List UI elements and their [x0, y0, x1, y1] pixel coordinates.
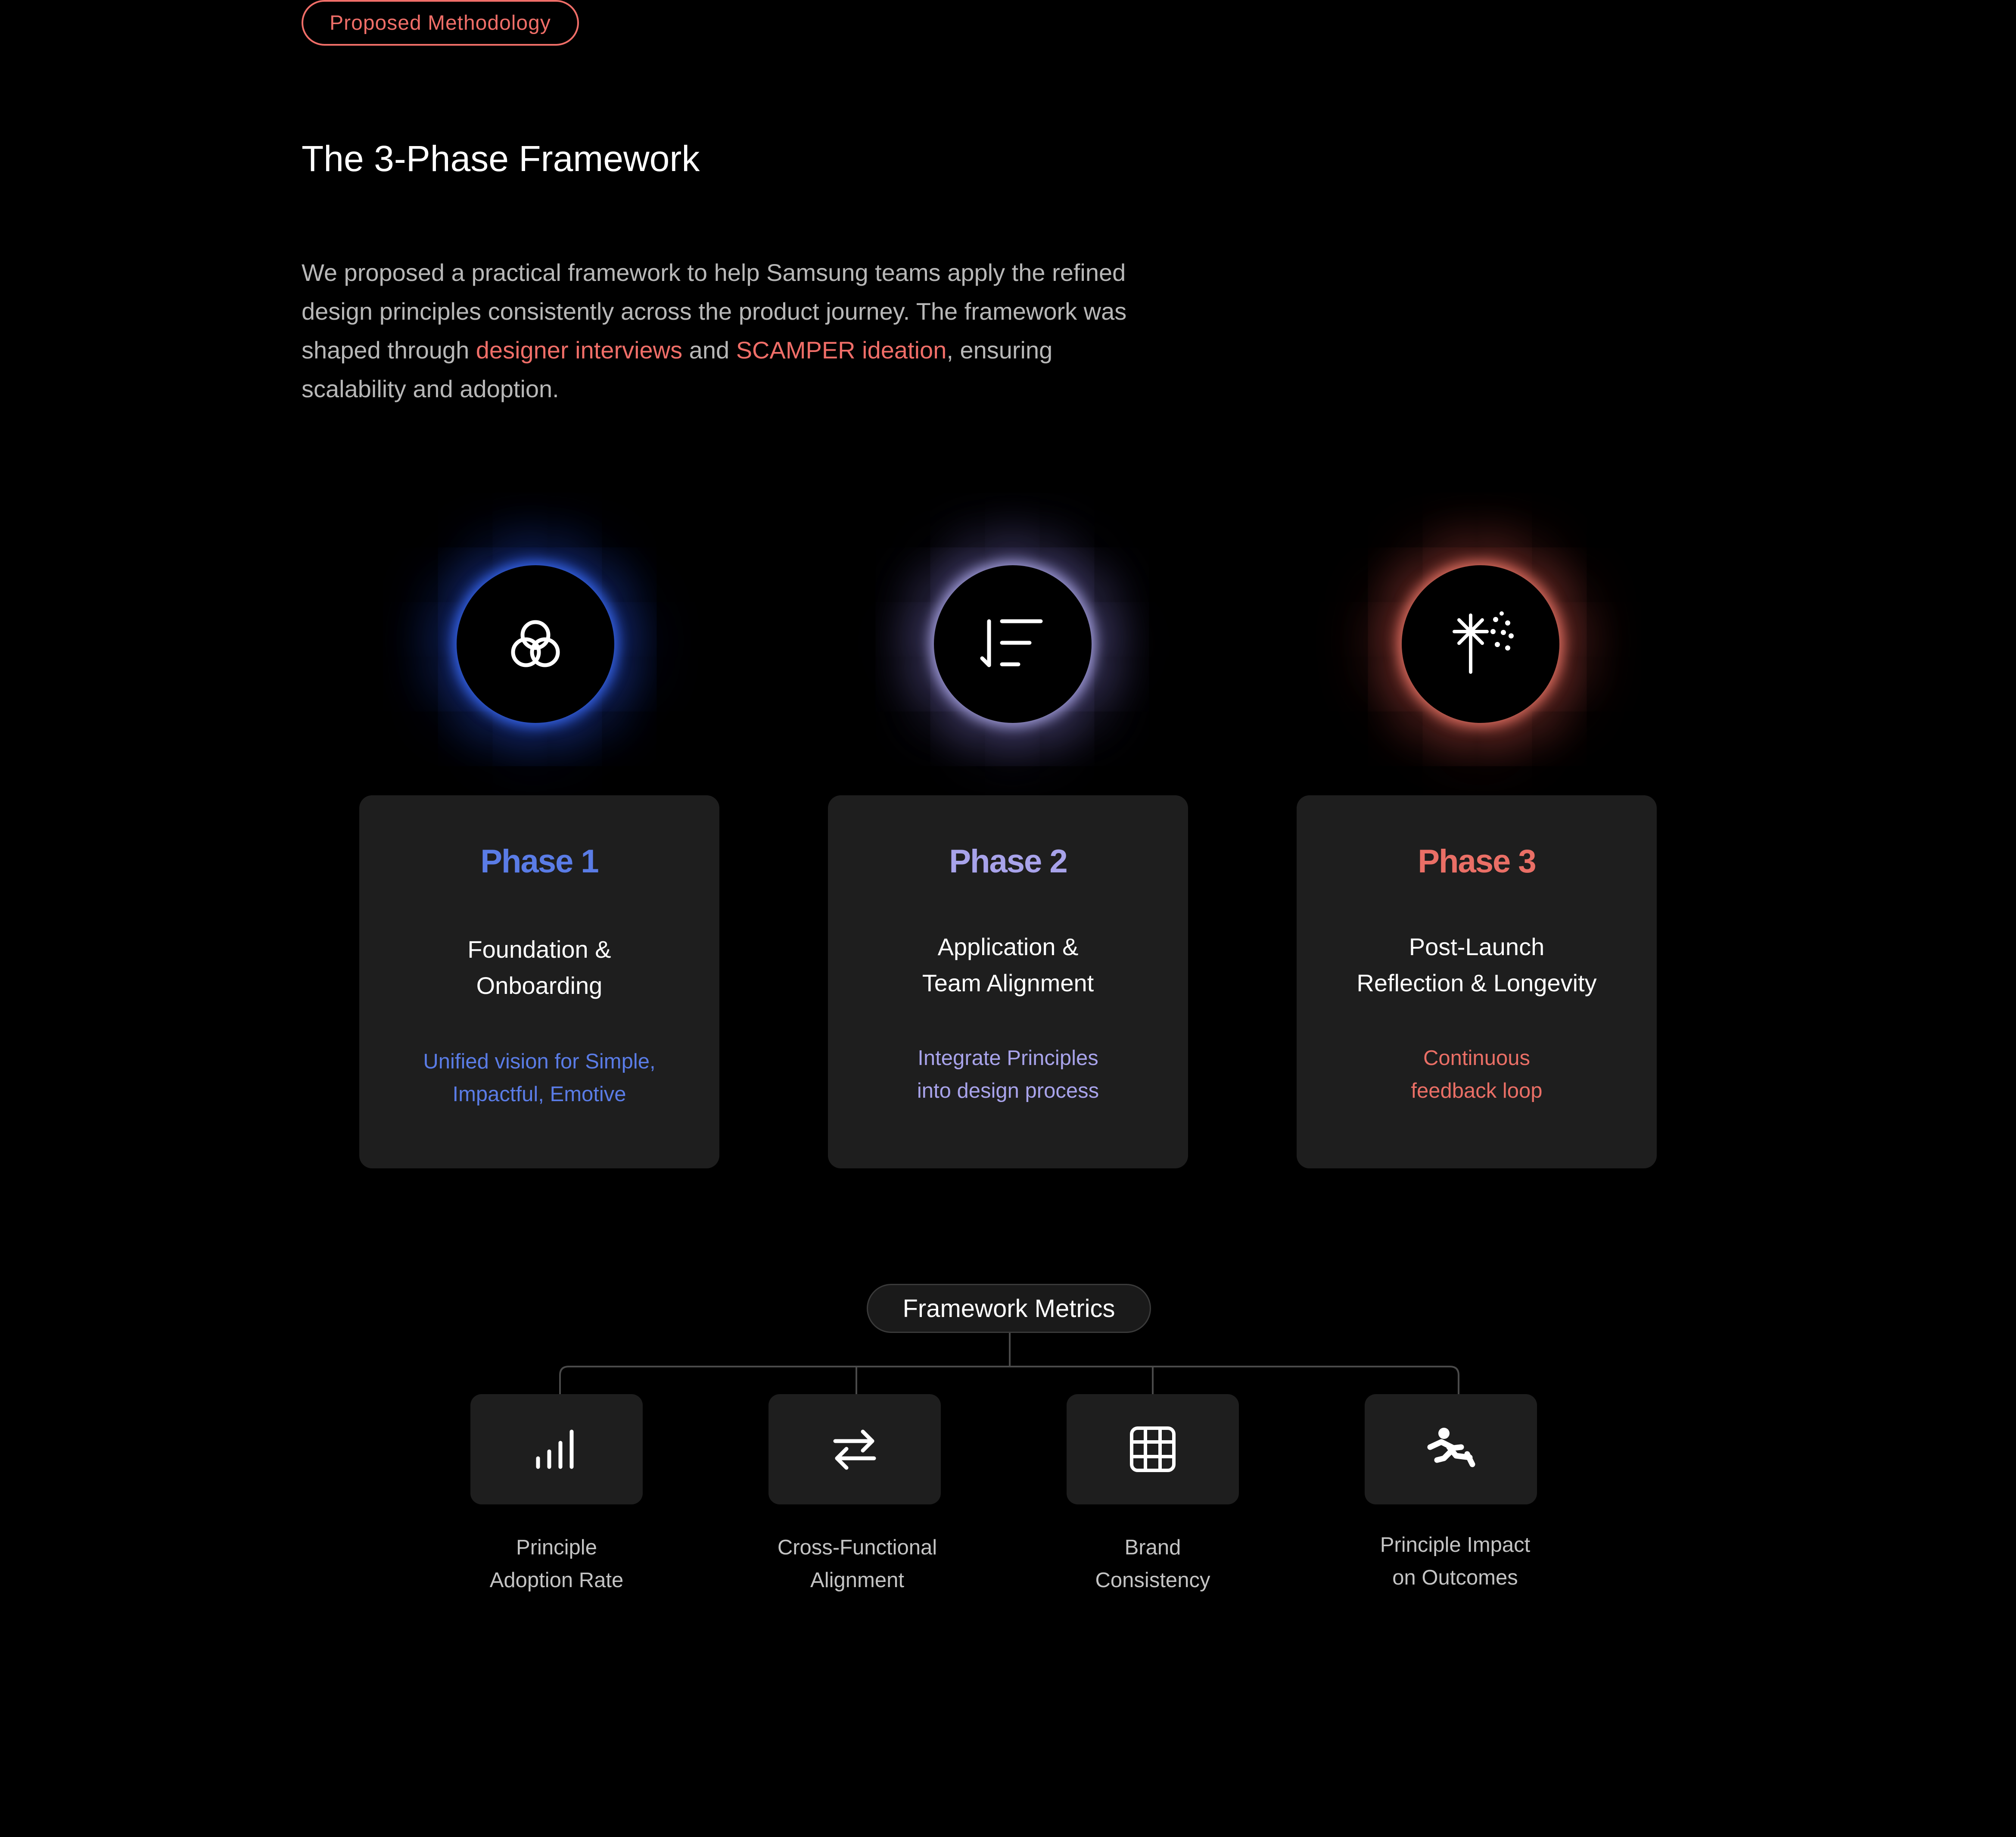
metric-impact-line1: Principle Impact	[1380, 1533, 1531, 1557]
phase-1-description: Unified vision for Simple, Impactful, Em…	[359, 1045, 719, 1111]
metric-consistency-label: Brand Consistency	[1024, 1531, 1282, 1597]
bar-chart-icon	[536, 1429, 574, 1469]
intro-text-1: We proposed a practical framework to hel…	[302, 259, 1127, 364]
phase-1-icon-circle	[457, 565, 614, 723]
metric-adoption-line2: Adoption Rate	[489, 1569, 624, 1592]
metric-alignment-line1: Cross-Functional	[777, 1536, 937, 1559]
intro-highlight-interviews: designer interviews	[476, 336, 683, 364]
intro-text-3: , ensuring scalability and adoption.	[302, 336, 1053, 402]
phase-2-description: Integrate Principles into design process	[828, 1042, 1188, 1107]
intro-highlight-scamper: SCAMPER ideation	[736, 336, 947, 364]
running-person-icon	[1427, 1428, 1475, 1467]
phase-3-description: Continuous feedback loop	[1297, 1042, 1657, 1107]
framework-metrics-title: Framework Metrics	[867, 1284, 1151, 1333]
sparkler-icon	[1453, 611, 1514, 674]
phase-3-title: Post-Launch Reflection & Longevity	[1297, 929, 1657, 1001]
phase-2-title-line2: Team Alignment	[922, 969, 1094, 996]
phase-3-desc-line2: feedback loop	[1411, 1079, 1543, 1102]
phase-1-label: Phase 1	[480, 843, 599, 880]
phase-2-card: Phase 2 Application & Team Alignment Int…	[828, 795, 1188, 1168]
phase-1-title-line2: Onboarding	[476, 972, 603, 999]
phase-3-desc-line1: Continuous	[1423, 1046, 1530, 1070]
phase-3-icon-circle	[1402, 565, 1559, 723]
metric-adoption-box	[470, 1394, 643, 1504]
metric-impact-box	[1365, 1394, 1537, 1504]
intro-paragraph: We proposed a practical framework to hel…	[302, 253, 1146, 408]
phase-2-title-line1: Application &	[937, 933, 1079, 960]
metric-consistency-line1: Brand	[1124, 1536, 1181, 1559]
metric-alignment-box	[768, 1394, 941, 1504]
metric-impact-line2: on Outcomes	[1392, 1566, 1518, 1589]
metric-alignment-label: Cross-Functional Alignment	[728, 1531, 986, 1597]
phase-2-icon-circle	[934, 565, 1092, 723]
phase-3-title-line2: Reflection & Longevity	[1356, 969, 1597, 996]
sort-descending-icon	[980, 619, 1043, 667]
metric-impact-label: Principle Impact on Outcomes	[1326, 1529, 1584, 1594]
phase-1-title-line1: Foundation &	[467, 936, 611, 963]
proposed-methodology-badge: Proposed Methodology	[302, 0, 579, 46]
page-title: The 3-Phase Framework	[302, 138, 700, 179]
intro-text-2: and	[682, 336, 736, 364]
metric-consistency-line2: Consistency	[1095, 1569, 1210, 1592]
phase-1-card: Phase 1 Foundation & Onboarding Unified …	[359, 795, 719, 1168]
metric-alignment-line2: Alignment	[810, 1569, 904, 1592]
metric-adoption-line1: Principle	[516, 1536, 597, 1559]
phase-2-desc-line2: into design process	[917, 1079, 1099, 1102]
metric-consistency-box	[1067, 1394, 1239, 1504]
phase-3-label: Phase 3	[1418, 843, 1536, 880]
phase-1-title: Foundation & Onboarding	[359, 931, 719, 1004]
framework-metrics-label: Framework Metrics	[902, 1294, 1115, 1323]
grid-icon	[1130, 1426, 1176, 1472]
phase-2-desc-line1: Integrate Principles	[918, 1046, 1098, 1070]
swap-arrows-icon	[833, 1429, 876, 1470]
phase-2-label: Phase 2	[949, 843, 1067, 880]
metric-adoption-label: Principle Adoption Rate	[427, 1531, 686, 1597]
phase-1-desc-line2: Impactful, Emotive	[452, 1083, 626, 1106]
phase-2-title: Application & Team Alignment	[828, 929, 1188, 1001]
phase-3-card: Phase 3 Post-Launch Reflection & Longevi…	[1297, 795, 1657, 1168]
phase-3-title-line1: Post-Launch	[1409, 933, 1545, 960]
overlapping-circles-icon	[511, 620, 560, 667]
phase-1-desc-line1: Unified vision for Simple,	[423, 1050, 656, 1073]
badge-label: Proposed Methodology	[330, 11, 551, 34]
